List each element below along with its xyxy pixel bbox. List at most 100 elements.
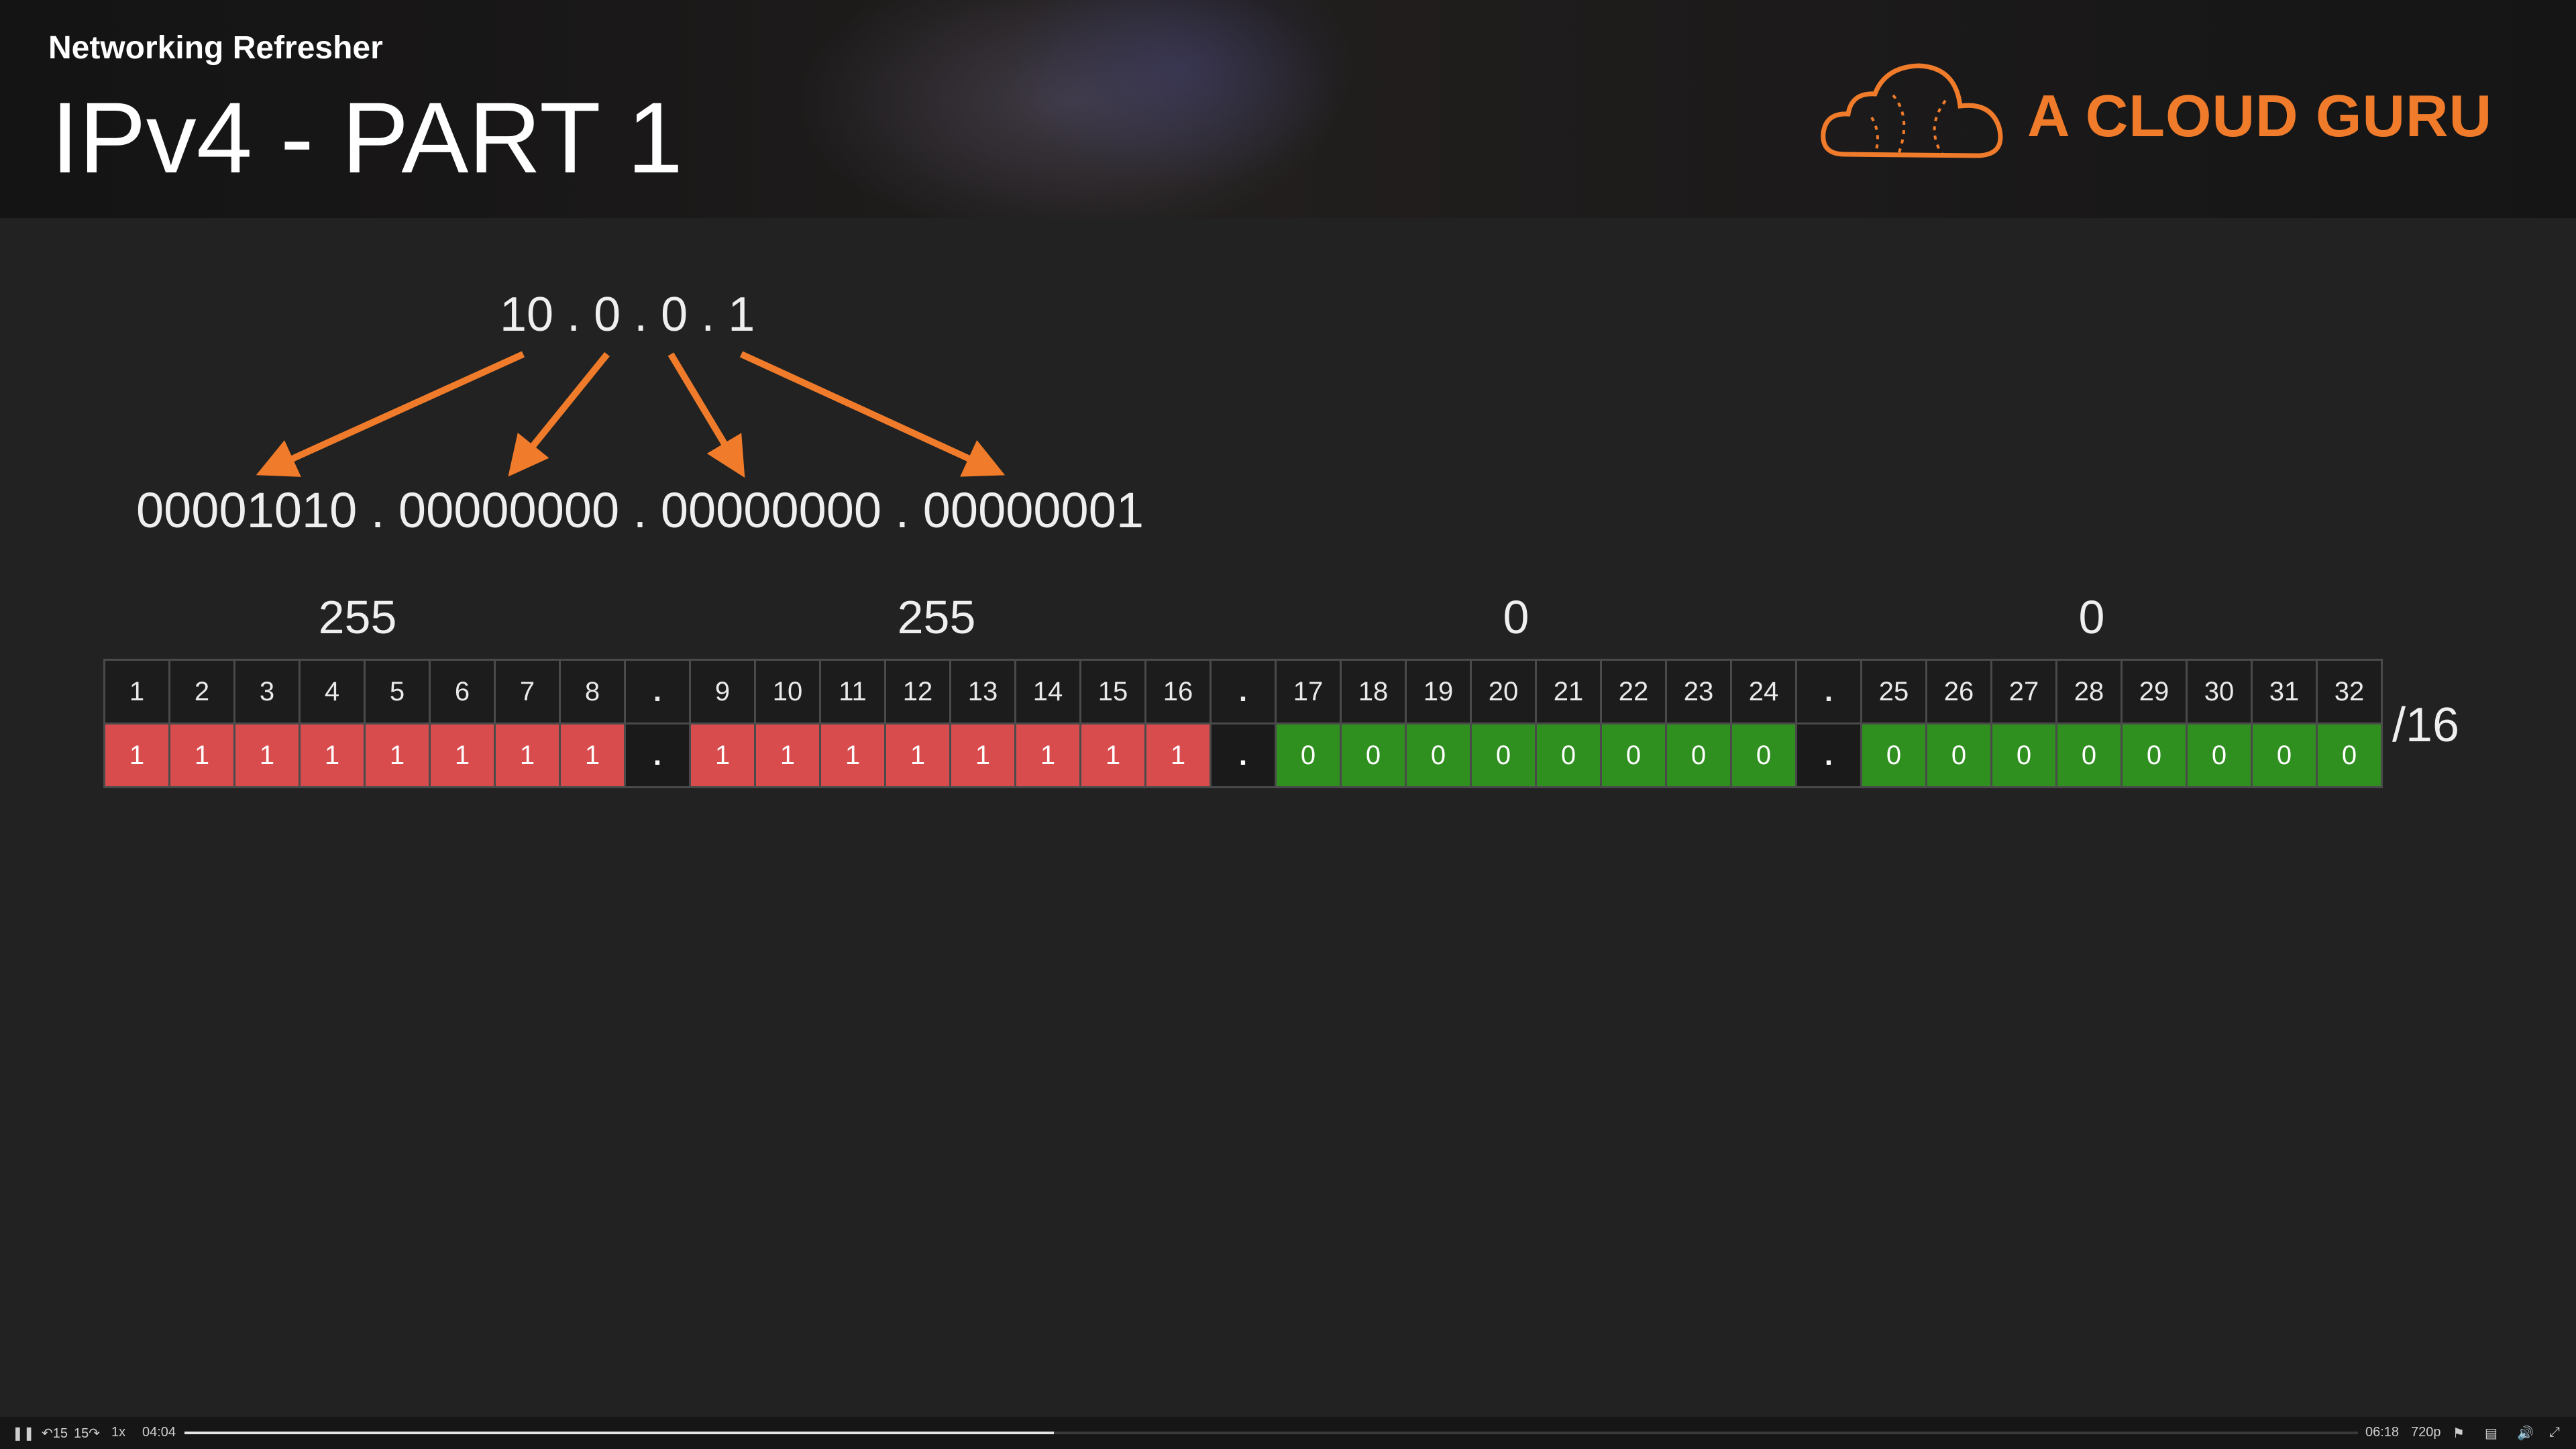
bit-position-cell: 18	[1340, 659, 1407, 724]
network-bit-cell: 1	[1079, 722, 1146, 788]
arrow-octet-4	[739, 351, 1006, 477]
octet-separator: .	[624, 722, 691, 788]
host-bit-cell: 0	[2186, 722, 2253, 788]
octet-value: 255	[897, 591, 976, 643]
binary-address: 00001010 . 00000000 . 00000000 . 0000000…	[136, 482, 1144, 538]
bit-position-cell: 22	[1600, 659, 1667, 724]
bit-position-cell: 28	[2055, 659, 2123, 724]
bit-position-cell: 9	[689, 659, 756, 724]
total-time: 06:18	[2365, 1425, 2400, 1440]
octet-separator: .	[1795, 659, 1862, 724]
host-bit-cell: 0	[1275, 722, 1342, 788]
slide-subtitle: Networking Refresher	[48, 30, 383, 66]
logo-text: A CLOUD GURU	[2027, 83, 2493, 149]
bit-position-cell: 5	[364, 659, 431, 724]
network-bit-cell: 1	[233, 722, 301, 788]
bit-position-cell: 13	[949, 659, 1016, 724]
bit-position-cell: 25	[1860, 659, 1927, 724]
slide-title: IPv4 - PART 1	[51, 81, 684, 194]
bit-position-cell: 30	[2186, 659, 2253, 724]
host-bit-cell: 0	[1925, 722, 1992, 788]
rewind-seconds: 15	[52, 1426, 68, 1441]
network-bit-cell: 1	[754, 722, 821, 788]
bit-position-cell: 14	[1014, 659, 1081, 724]
bit-position-cell: 20	[1470, 659, 1537, 724]
bit-position-cell: 4	[299, 659, 366, 724]
video-player-controls: ❚❚ ↶15 15↷ 1x 04:04 06:18 720p ⚑ ▤ 🔊 ⤢	[0, 1417, 2576, 1449]
host-bit-cell: 0	[1535, 722, 1602, 788]
network-bit-cell: 1	[494, 722, 561, 788]
bit-position-cell: 29	[2121, 659, 2188, 724]
host-bit-cell: 0	[1990, 722, 2057, 788]
progress-fill	[184, 1432, 1054, 1434]
bit-position-cell: 26	[1925, 659, 1992, 724]
arrow-octet-2	[508, 352, 610, 477]
arrow-octet-1	[256, 351, 525, 477]
bit-position-cell: 11	[819, 659, 886, 724]
captions-icon[interactable]: ▤	[2485, 1426, 2498, 1441]
progress-bar[interactable]	[184, 1432, 2358, 1434]
network-bit-cell: 1	[168, 722, 235, 788]
bit-position-cell: 23	[1665, 659, 1732, 724]
network-bit-cell: 1	[429, 722, 496, 788]
forward-seconds: 15	[74, 1426, 89, 1441]
bit-position-cell: 16	[1144, 659, 1212, 724]
slide-header: Networking Refresher IPv4 - PART 1 A CLO…	[0, 0, 2576, 218]
octet-separator: .	[624, 659, 691, 724]
arrow-octet-3	[667, 352, 745, 478]
host-bit-cell: 0	[1860, 722, 1927, 788]
conversion-arrows	[256, 351, 1006, 478]
network-bit-cell: 1	[559, 722, 626, 788]
bit-position-cell: 17	[1275, 659, 1342, 724]
network-bit-cell: 1	[103, 722, 170, 788]
bit-position-cell: 6	[429, 659, 496, 724]
volume-icon[interactable]: 🔊	[2517, 1426, 2534, 1441]
octet-value: 0	[2078, 591, 2105, 643]
playback-speed-button[interactable]: 1x	[111, 1425, 126, 1440]
cidr-prefix: /16	[2392, 698, 2460, 752]
quality-button[interactable]: 720p	[2411, 1425, 2441, 1440]
brand-logo: A CLOUD GURU	[1818, 54, 2502, 168]
bit-position-cell: 8	[559, 659, 626, 724]
host-bit-cell: 0	[1340, 722, 1407, 788]
network-bit-cell: 1	[884, 722, 951, 788]
rewind-15-button[interactable]: ↶15	[42, 1426, 68, 1441]
bit-position-cell: 19	[1405, 659, 1472, 724]
bit-position-cell: 7	[494, 659, 561, 724]
host-bit-cell: 0	[1470, 722, 1537, 788]
host-bit-cell: 0	[1405, 722, 1472, 788]
pause-icon[interactable]: ❚❚	[12, 1426, 35, 1441]
network-bit-cell: 1	[689, 722, 756, 788]
host-bit-cell: 0	[2055, 722, 2123, 788]
host-bit-cell: 0	[1600, 722, 1667, 788]
current-time: 04:04	[142, 1425, 176, 1440]
octet-separator: .	[1795, 722, 1862, 788]
flag-icon[interactable]: ⚑	[2453, 1426, 2465, 1441]
presenter-video-blur	[792, 0, 1342, 218]
network-bit-cell: 1	[819, 722, 886, 788]
bit-position-cell: 15	[1079, 659, 1146, 724]
bit-position-cell: 32	[2316, 659, 2383, 724]
fullscreen-icon[interactable]: ⤢	[2549, 1425, 2560, 1440]
bit-position-cell: 24	[1730, 659, 1797, 724]
bit-position-cell: 2	[168, 659, 235, 724]
network-bit-cell: 1	[1014, 722, 1081, 788]
bit-position-cell: 21	[1535, 659, 1602, 724]
network-bit-cell: 1	[299, 722, 366, 788]
forward-15-button[interactable]: 15↷	[74, 1426, 101, 1441]
host-bit-cell: 0	[1665, 722, 1732, 788]
octet-value: 0	[1503, 591, 1529, 643]
network-bit-cell: 1	[949, 722, 1016, 788]
ip-address: 10 . 0 . 0 . 1	[500, 288, 755, 341]
presenter-video-blur	[1006, 0, 1355, 188]
octet-separator: .	[1210, 659, 1277, 724]
bit-position-cell: 12	[884, 659, 951, 724]
host-bit-cell: 0	[2316, 722, 2383, 788]
bit-position-cell: 3	[233, 659, 301, 724]
host-bit-cell: 0	[2121, 722, 2188, 788]
bit-position-cell: 10	[754, 659, 821, 724]
network-bit-cell: 1	[364, 722, 431, 788]
